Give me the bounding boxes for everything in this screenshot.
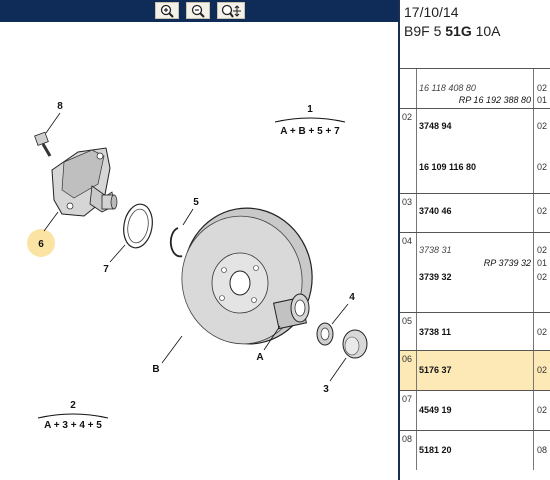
part-reference[interactable]: 16 118 408 80 <box>419 83 476 93</box>
part-reference[interactable]: 5181 20 <box>419 445 452 455</box>
column-divider <box>533 233 534 312</box>
leader-B <box>161 335 183 364</box>
callout-A[interactable]: A <box>256 352 263 363</box>
part-reference[interactable]: 3740 46 <box>419 206 452 216</box>
leader-5 <box>182 208 194 226</box>
column-divider <box>533 69 534 108</box>
callout-8[interactable]: 8 <box>57 101 63 112</box>
callout-2[interactable]: 2 <box>70 400 76 411</box>
quantity: 02 <box>537 162 548 172</box>
leader-3 <box>329 357 347 382</box>
panel-divider <box>398 0 400 480</box>
parts-row[interactable]: 08 5181 20 08 <box>400 430 550 470</box>
leader-8 <box>45 112 61 134</box>
formula-1: A + B + 5 + 7 <box>280 126 340 137</box>
row-number: 07 <box>402 394 413 404</box>
quantity: 02 <box>537 365 548 375</box>
part-reference[interactable]: 3748 94 <box>419 121 452 131</box>
column-divider <box>416 313 417 350</box>
callout-1[interactable]: 1 <box>307 104 313 115</box>
part-reference[interactable]: 16 109 116 80 <box>419 162 477 172</box>
replacement-reference[interactable]: RP 16 192 388 80 <box>458 95 531 105</box>
zoom-out-icon <box>191 4 205 18</box>
callout-B[interactable]: B <box>152 364 159 375</box>
callout-5[interactable]: 5 <box>193 197 199 208</box>
zoom-fit-icon <box>221 4 241 18</box>
quantity: 02 <box>537 327 548 337</box>
leader-7 <box>109 244 126 263</box>
quantity: 02 <box>537 206 548 216</box>
row-number: 06 <box>402 354 413 364</box>
column-divider <box>533 109 534 193</box>
bolt-part-8[interactable] <box>34 131 52 157</box>
part-reference[interactable]: 3738 31 <box>419 245 452 255</box>
column-divider <box>416 351 417 390</box>
catalog-date: 17/10/14 <box>404 4 459 20</box>
leader-4 <box>331 303 349 325</box>
column-divider <box>533 194 534 232</box>
dust-cap-part-3[interactable] <box>342 329 368 359</box>
column-divider <box>416 194 417 232</box>
column-divider <box>416 431 417 470</box>
hub-nut-part-4[interactable] <box>316 322 334 346</box>
column-divider <box>533 351 534 390</box>
parts-row[interactable]: 03 3740 46 02 <box>400 193 550 232</box>
zoom-in-icon <box>160 4 174 18</box>
vehicle-code: B9F 5 51G 10A <box>404 23 501 39</box>
callout-3[interactable]: 3 <box>323 384 329 395</box>
formula-2-bracket <box>37 413 109 419</box>
zoom-fit-button[interactable] <box>217 2 245 19</box>
column-divider <box>416 233 417 312</box>
leader-A <box>263 325 281 351</box>
row-number: 03 <box>402 197 413 207</box>
quantity: 02 <box>537 121 548 131</box>
zoom-out-button[interactable] <box>186 2 210 19</box>
column-divider <box>416 391 417 430</box>
callout-6[interactable]: 6 <box>38 239 44 250</box>
part-reference[interactable]: 3738 11 <box>419 327 452 337</box>
quantity: 02 <box>537 272 548 282</box>
zoom-in-button[interactable] <box>155 2 179 19</box>
exploded-parts-diagram: 1 A + B + 5 + 7 8 6 7 5 <box>27 101 368 431</box>
diagram-toolbar <box>0 0 398 22</box>
parts-row[interactable]: 04 3738 31 02 RP 3739 32 01 3739 32 02 <box>400 232 550 312</box>
row-number: 04 <box>402 236 413 246</box>
bearing-part-A[interactable] <box>273 293 310 330</box>
part-reference[interactable]: 3739 32 <box>419 272 452 282</box>
row-number: 05 <box>402 316 413 326</box>
parts-row[interactable]: 07 4549 19 02 <box>400 390 550 430</box>
column-divider <box>533 391 534 430</box>
quantity: 08 <box>537 445 548 455</box>
column-divider <box>533 313 534 350</box>
callout-4[interactable]: 4 <box>349 292 355 303</box>
callout-6-highlight <box>27 229 55 257</box>
row-number: 02 <box>402 112 413 122</box>
formula-2: A + 3 + 4 + 5 <box>44 420 102 431</box>
seal-ring-part-7[interactable] <box>120 202 155 250</box>
row-number: 08 <box>402 434 413 444</box>
quantity: 02 <box>537 405 548 415</box>
column-divider <box>533 431 534 470</box>
replacement-reference[interactable]: RP 3739 32 <box>483 258 531 268</box>
brake-disc-part-B[interactable] <box>172 198 323 354</box>
quantity: 02 <box>537 83 548 93</box>
circlip-part-5[interactable] <box>169 227 183 258</box>
formula-1-bracket <box>274 117 346 123</box>
parts-row[interactable]: 05 3738 11 02 <box>400 312 550 350</box>
parts-row[interactable]: 02 3748 94 02 16 109 116 80 02 <box>400 108 550 193</box>
parts-row[interactable]: 06 5176 37 02 <box>400 350 550 390</box>
part-reference[interactable]: 5176 37 <box>419 365 452 375</box>
part-reference[interactable]: 4549 19 <box>419 405 452 415</box>
leader-6 <box>43 211 59 232</box>
quantity: 01 <box>537 258 548 268</box>
stub-axle-part-6[interactable] <box>51 147 118 217</box>
column-divider <box>416 109 417 193</box>
quantity: 01 <box>537 95 548 105</box>
parts-row[interactable]: 16 118 408 80 02 RP 16 192 388 80 01 <box>400 68 550 108</box>
column-divider <box>416 69 417 108</box>
callout-7[interactable]: 7 <box>103 264 109 275</box>
quantity: 02 <box>537 245 548 255</box>
